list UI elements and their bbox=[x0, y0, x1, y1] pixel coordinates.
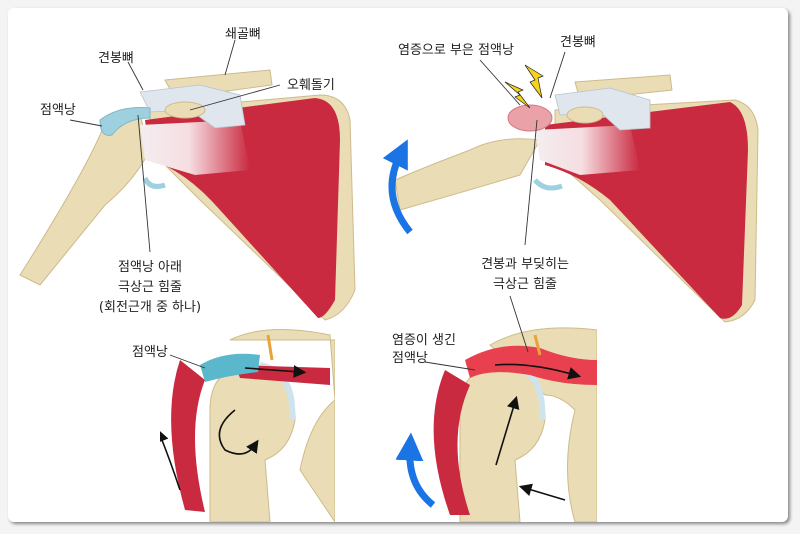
impinged-shoulder-illustration bbox=[382, 64, 759, 323]
label-inflamed-bursa-1: 염증이 생긴 bbox=[392, 333, 456, 348]
normal-cross-section bbox=[160, 325, 335, 522]
leader-inflamed-bursa bbox=[424, 361, 476, 371]
label-clavicle: 쇄골뼈 bbox=[225, 27, 261, 42]
leader-impinged-tendon-section bbox=[509, 295, 529, 353]
label-tendon-2: 극상근 힘줄 bbox=[118, 280, 182, 295]
pain-bolt-icon bbox=[524, 64, 544, 99]
label-tendon-1: 점액낭 아래 bbox=[118, 260, 182, 275]
normal-leader-lines bbox=[69, 39, 281, 253]
rotation-arrow-icon bbox=[395, 432, 436, 508]
pain-bolt-icon bbox=[504, 81, 531, 109]
inflamed-cross-section bbox=[395, 325, 597, 522]
bursa-section-normal bbox=[200, 353, 260, 382]
label-swollen-bursa: 염증으로 부은 점액낭 bbox=[398, 43, 514, 58]
label-section-bursa: 점액낭 bbox=[132, 345, 168, 360]
label-bursa: 점액낭 bbox=[40, 103, 76, 118]
label-inflamed-bursa-2: 점액낭 bbox=[392, 351, 428, 366]
bursa-swollen bbox=[507, 104, 553, 132]
label-impinged-tendon-2: 극상근 힘줄 bbox=[493, 277, 557, 292]
impinged-leader-lines bbox=[479, 51, 566, 246]
rotation-arrow-icon bbox=[382, 139, 413, 235]
normal-shoulder-illustration bbox=[19, 69, 356, 321]
label-impinged-tendon-1: 견봉과 부딪히는 bbox=[481, 257, 569, 272]
label-coracoid: 오훼돌기 bbox=[287, 78, 335, 93]
humerus-raised bbox=[394, 138, 541, 211]
label-acromion-2: 견봉뼈 bbox=[560, 35, 596, 50]
label-tendon-3: (회전근개 중 하나) bbox=[99, 300, 201, 315]
leader-section-bursa bbox=[169, 354, 206, 369]
label-acromion: 견봉뼈 bbox=[98, 51, 134, 66]
bursa-normal bbox=[99, 107, 151, 136]
